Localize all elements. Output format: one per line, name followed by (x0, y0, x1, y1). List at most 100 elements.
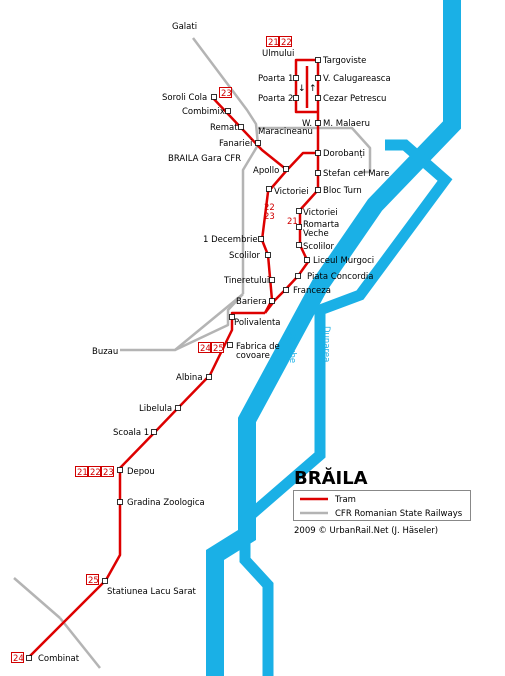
station-label-targoviste: Targoviste (322, 56, 366, 66)
badge-21: 21 (77, 468, 88, 478)
station-label-albina: Albina (176, 373, 203, 383)
line-label-22: 22 (264, 203, 275, 213)
station-marker-victoriei1 (266, 186, 272, 192)
station-label-remat: Remat (210, 123, 238, 133)
river-label-dunarea: Dunarea (321, 326, 331, 362)
station-marker-dorobanti (315, 150, 321, 156)
station-marker-victoriei2 (296, 208, 302, 214)
rail-buzau-line (120, 293, 244, 352)
station-marker-combinat (26, 655, 32, 661)
badge-22: 22 (281, 38, 292, 48)
station-label-soroli: Soroli Cola (162, 93, 207, 103)
station-label-poarta1: Poarta 1 (258, 74, 293, 84)
station-label-fanariei: Fanariei (219, 139, 252, 149)
badge-lacu: 25 (86, 574, 99, 586)
station-label-apollo: Apollo (253, 166, 279, 176)
station-marker-bloc (315, 187, 321, 193)
tram-soroli-branch (211, 96, 288, 171)
badge-21: 21 (268, 38, 279, 48)
station-label-tineretului: Tineretului (223, 276, 269, 286)
station-label-dorobanti: Dorobanți (323, 149, 365, 159)
station-marker-petrescu (315, 95, 321, 101)
station-label-franceza: Franceza (293, 286, 331, 296)
station-marker-gradina (117, 499, 123, 505)
danube-main-channel (206, 0, 461, 676)
station-label-bloc: Bloc Turn (323, 186, 362, 196)
station-marker-lacu (102, 578, 108, 584)
badge-25: 25 (88, 576, 99, 586)
badge-ulmului: 21 22 (266, 36, 292, 48)
station-label-scoala: Scoala 1 (113, 428, 149, 438)
badge-combinat: 24 (11, 652, 24, 664)
river-label-danube: Danube (287, 330, 297, 363)
station-label-libelula: Libelula (139, 404, 172, 414)
station-marker-decembrie (258, 236, 264, 242)
station-label-victoriei1: Victoriei (274, 187, 309, 197)
badge-25: 25 (213, 344, 224, 354)
station-label-concordia: Piata Concordia (307, 272, 373, 282)
station-marker-scoala (151, 429, 157, 435)
cfr-railways (13, 37, 372, 669)
station-label-gara: BRAILA Gara CFR (168, 154, 241, 164)
station-marker-libelula (175, 405, 181, 411)
tram-stations (26, 57, 321, 661)
station-label-fabrica2: covoare (236, 351, 270, 361)
station-label-scolilor1: Scolilor (229, 251, 261, 261)
badge-23: 23 (103, 468, 114, 478)
station-label-scolilor2: Scolilor (303, 242, 335, 252)
legend: Tram CFR Romanian State Railways (293, 490, 471, 521)
tram-southern-trunk (27, 311, 265, 659)
station-label-lacu: Statiunea Lacu Sarat (107, 587, 197, 597)
station-label-depou: Depou (127, 467, 155, 477)
rail-label-galati: Galati (172, 22, 197, 32)
station-marker-stefan (315, 170, 321, 176)
station-marker-fanariei (255, 140, 261, 146)
station-label-romarta1: Romarta (303, 220, 339, 230)
rail-label-buzau: Buzau (92, 347, 118, 357)
station-marker-soroli (211, 94, 217, 100)
legend-rail-label: CFR Romanian State Railways (335, 509, 463, 519)
station-label-romarta2: Veche (303, 229, 329, 239)
station-label-malaeru: M. Malaeru (323, 119, 370, 129)
rail-industrial-spur (258, 126, 372, 174)
line-label-21: 21 (287, 217, 298, 227)
station-label-fabrica1: Fabrica de (236, 342, 280, 352)
station-marker-poarta2 (293, 95, 299, 101)
station-marker-albina (206, 374, 212, 380)
station-marker-franceza (283, 287, 289, 293)
station-label-combimix: Combimix (182, 107, 225, 117)
station-marker-romarta (296, 224, 302, 230)
rail-buzau-branch (174, 293, 244, 352)
station-marker-depou (117, 467, 123, 473)
line-label-23: 23 (264, 212, 275, 222)
danube-river (206, 0, 461, 676)
arrow-up-icon: ↑ (309, 84, 317, 94)
station-marker-targoviste (315, 57, 321, 63)
badge-soroli: 23 (219, 87, 232, 99)
rail-combinat-west (13, 577, 61, 619)
station-marker-remat (238, 124, 244, 130)
station-marker-calugareasca (315, 75, 321, 81)
station-marker-fabrica (227, 342, 233, 348)
dunarea-channel (239, 139, 453, 676)
badge-depou: 21 22 23 (75, 466, 114, 478)
badge-22: 22 (90, 468, 101, 478)
station-label-stefan: Stefan cel Mare (323, 169, 389, 179)
station-label-maracineanu: Maracineanu (258, 127, 313, 137)
station-marker-combimix (225, 108, 231, 114)
station-label-petrescu: Cezar Petrescu (323, 94, 386, 104)
station-marker-polivalenta (229, 314, 235, 320)
badge-fabrica: 24 25 (198, 342, 224, 354)
rail-combinat-east (59, 617, 101, 669)
station-marker-scolilor2 (296, 242, 302, 248)
station-marker-murgoci (304, 257, 310, 263)
station-marker-concordia (295, 273, 301, 279)
credit-text: 2009 © UrbanRail.Net (J. Häseler) (294, 526, 438, 536)
station-label-calugareasca: V. Calugareasca (323, 74, 391, 84)
station-label-victoriei2: Victoriei (303, 208, 338, 218)
station-marker-malaeru (315, 120, 321, 126)
badge-24: 24 (13, 654, 24, 664)
station-label-bariera: Bariera (236, 297, 267, 307)
station-label-ulmului: Ulmului (262, 49, 294, 59)
